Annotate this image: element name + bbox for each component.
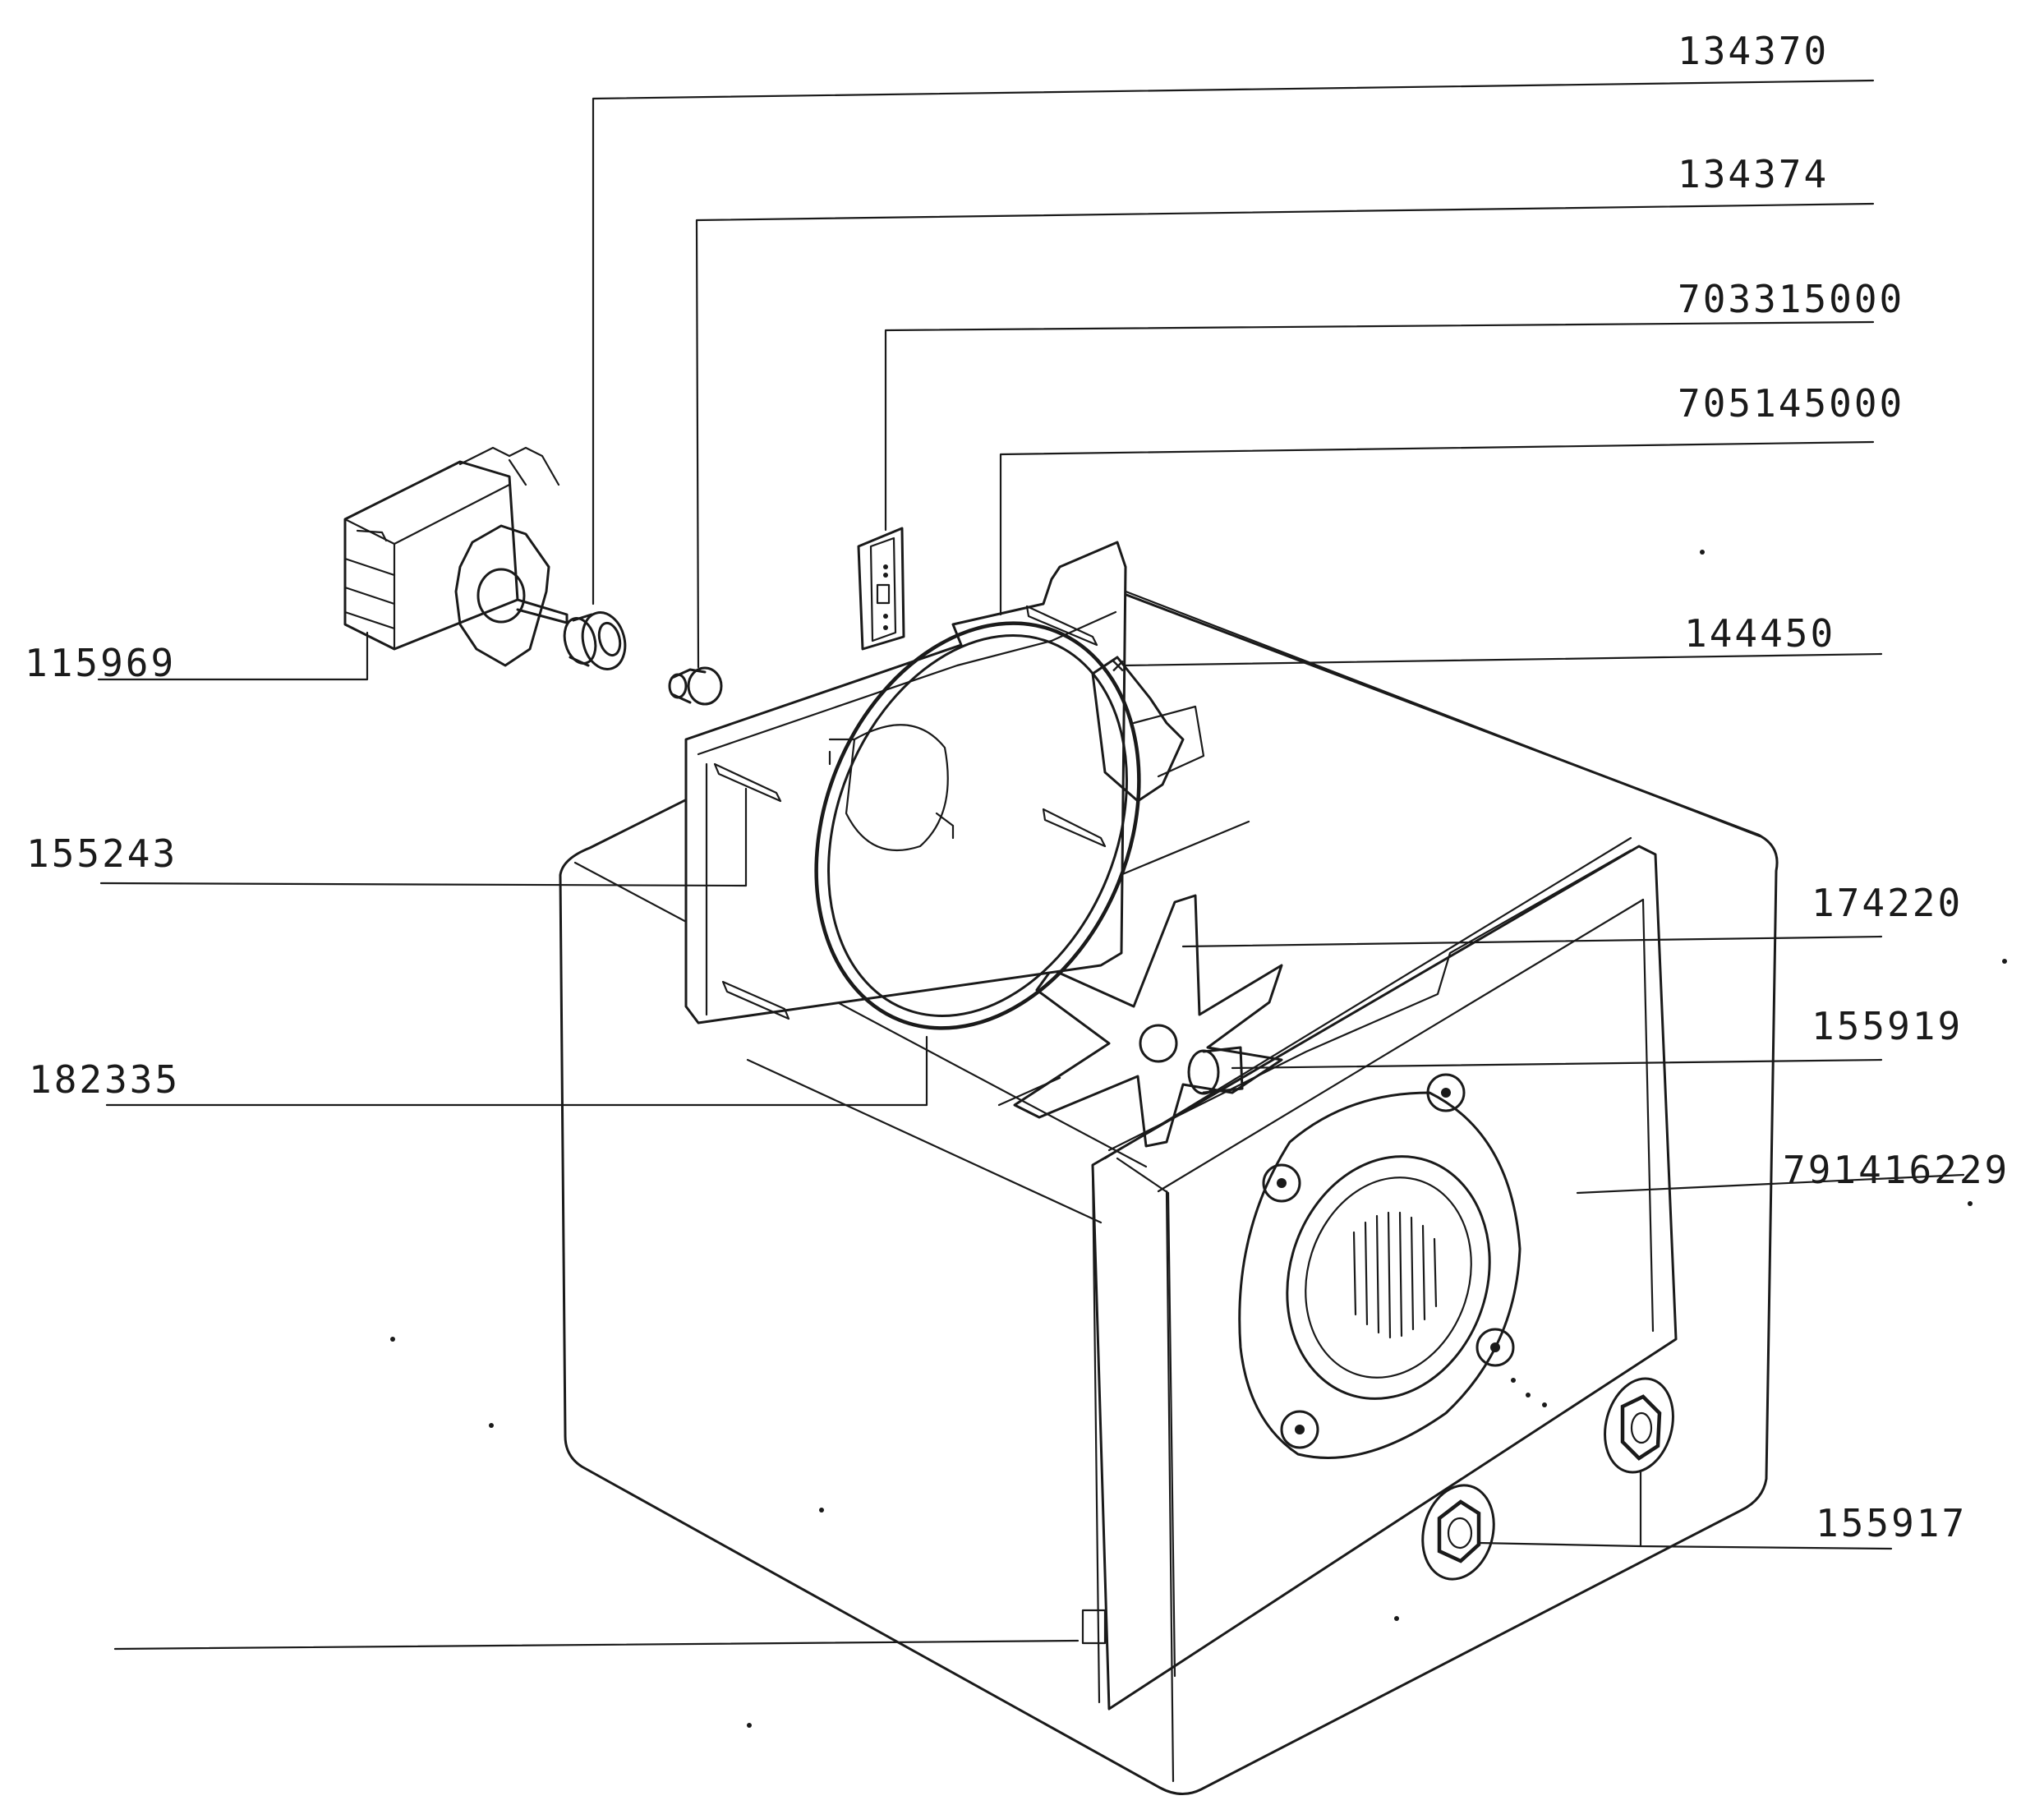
fan-motor — [343, 446, 569, 667]
label-155919: 155919 — [1812, 1004, 1963, 1048]
label-134374: 134374 — [1678, 152, 1829, 196]
label-703315000: 703315000 — [1678, 277, 1904, 321]
label-115969: 115969 — [25, 641, 176, 685]
rear-mounting-plate: × — [684, 541, 1205, 1025]
label-791416229: 791416229 — [1783, 1148, 2009, 1192]
label-144450: 144450 — [1684, 611, 1835, 656]
mounting-studs — [713, 605, 1107, 1020]
label-182335: 182335 — [29, 1057, 180, 1102]
fuse-bracket — [857, 527, 905, 651]
leader-lines — [97, 79, 1965, 1651]
grommet-155917-upper — [1604, 1377, 1674, 1474]
label-155243: 155243 — [26, 831, 177, 876]
svg-text:×: × — [1111, 652, 1128, 680]
fan-blade — [1013, 894, 1283, 1148]
part-labels: 134370 134374 703315000 705145000 144450… — [25, 29, 2009, 1545]
seal-bushing — [563, 611, 627, 670]
label-705145000: 705145000 — [1678, 381, 1904, 426]
gasket-ring — [814, 621, 1141, 1030]
scan-specks — [390, 550, 2007, 1728]
fan-grille — [1238, 1073, 1547, 1459]
label-155917: 155917 — [1816, 1501, 1967, 1545]
fan-cover-panel — [1081, 836, 1678, 1711]
label-174220: 174220 — [1812, 881, 1963, 925]
grommet-155917-lower — [1421, 1484, 1495, 1581]
spacer — [668, 666, 723, 706]
label-134370: 134370 — [1678, 29, 1829, 73]
